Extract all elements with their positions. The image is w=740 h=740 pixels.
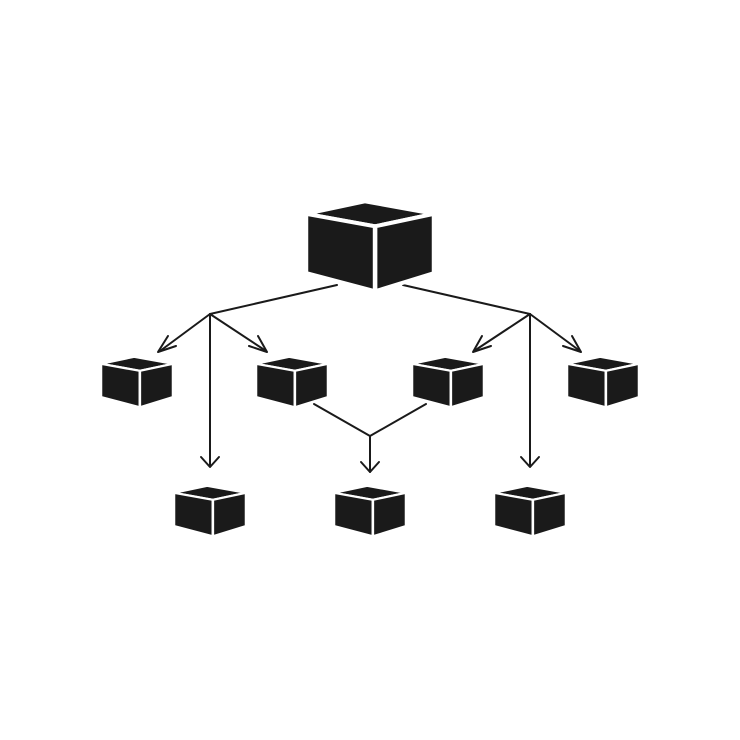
cube-icon <box>565 355 641 409</box>
arrowhead-level2-c <box>520 456 540 468</box>
arrowheads <box>157 335 582 473</box>
connector-right-branch-to-level1-d <box>529 313 581 352</box>
arrowhead-level2-b <box>360 461 380 473</box>
connector-left-branch-to-level1-b <box>209 313 267 352</box>
arrowhead-level1-a <box>157 335 177 353</box>
cube-icon <box>172 484 248 538</box>
cube-icon <box>492 484 568 538</box>
cube-icon <box>99 355 175 409</box>
connector-root-to-left-branch <box>209 284 338 315</box>
cube-icon <box>410 355 486 409</box>
connector-left-branch-to-level1-a <box>159 313 211 352</box>
connector-root-to-right-branch <box>402 284 531 315</box>
cube-icon <box>332 484 408 538</box>
connector-right-branch-to-level1-c <box>473 313 531 352</box>
cube-icon <box>254 355 330 409</box>
arrowhead-level2-a <box>200 456 220 468</box>
arrowhead-level1-c <box>472 335 492 353</box>
cube-icon <box>306 201 434 291</box>
connector-level1-b-to-merge <box>313 403 371 437</box>
connector-lines <box>159 284 581 473</box>
connector-level1-c-to-merge <box>369 403 427 437</box>
arrowhead-level1-b <box>248 335 268 353</box>
arrowhead-level1-d <box>562 335 582 353</box>
cube-nodes <box>99 201 641 538</box>
